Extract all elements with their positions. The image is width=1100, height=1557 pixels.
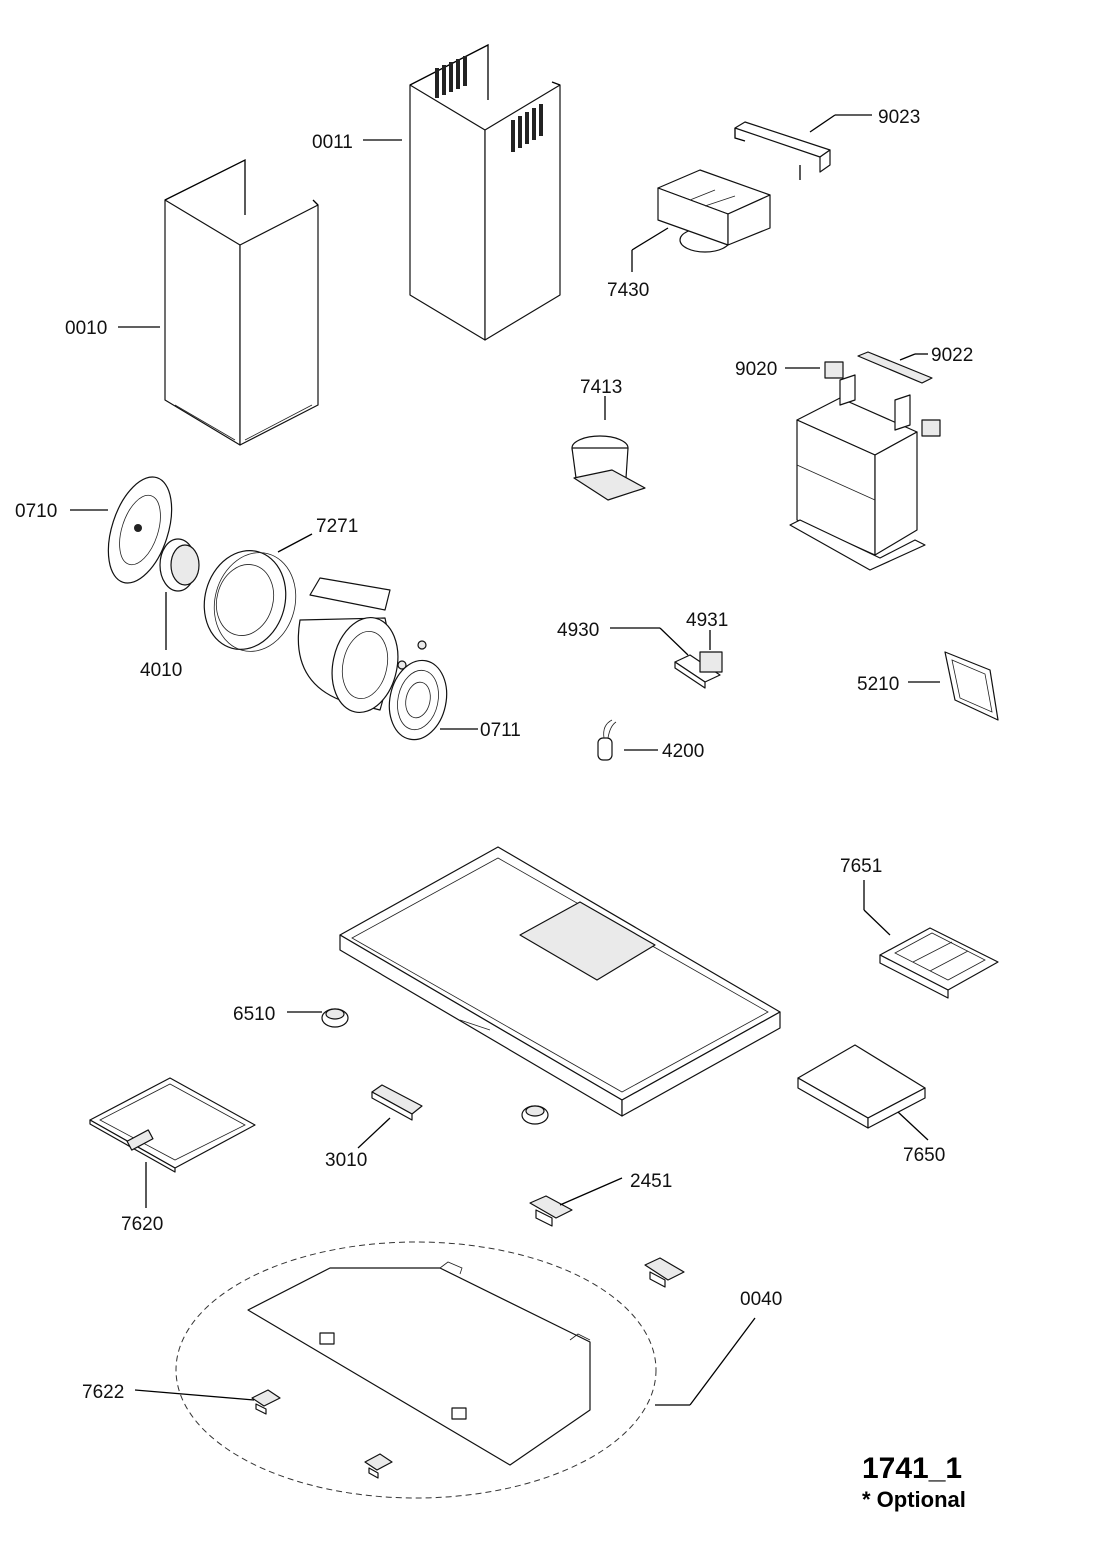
label-0711: 0711	[480, 720, 521, 741]
part-0711-inlet-grille	[388, 659, 448, 741]
label-7430: 7430	[607, 280, 649, 301]
part-0040-panel	[247, 1261, 591, 1466]
optional-group-outline	[175, 1241, 657, 1499]
label-7622: 7622	[82, 1382, 124, 1403]
part-9023-bracket	[734, 121, 831, 180]
part-4930-switch-housing	[674, 654, 721, 689]
part-7413-duct-adapter	[571, 435, 646, 501]
part-0011-chimney-upper	[409, 43, 561, 341]
label-9020: 9020	[735, 359, 777, 380]
part-9020-clip	[824, 361, 941, 437]
label-7651: 7651	[840, 856, 882, 877]
part-0710-motor-plate	[107, 476, 173, 584]
label-7271: 7271	[316, 516, 358, 537]
part-2451-clip	[529, 1195, 685, 1288]
label-0710: 0710	[15, 501, 57, 522]
label-3010: 3010	[325, 1150, 367, 1171]
label-0011: 0011	[312, 132, 353, 153]
part-7650-carbon-filter	[797, 1044, 926, 1129]
part-0010-chimney-lower	[164, 158, 319, 446]
label-7650: 7650	[903, 1145, 945, 1166]
part-7620-grease-filter	[89, 1077, 256, 1173]
label-0040: 0040	[740, 1289, 782, 1310]
part-hood-body	[339, 846, 781, 1117]
label-2451: 2451	[630, 1171, 672, 1192]
part-9022-strip	[857, 351, 933, 384]
label-4930: 4930	[557, 620, 599, 641]
label-7620: 7620	[121, 1214, 163, 1235]
part-7622-tab	[251, 1389, 393, 1479]
part-4931-switch	[699, 651, 723, 673]
part-mounting-box	[789, 374, 926, 571]
part-4010-motor	[159, 538, 200, 592]
optional-note: * Optional	[862, 1487, 966, 1512]
part-6510-knob	[321, 1008, 349, 1028]
label-4010: 4010	[140, 660, 182, 681]
part-blower-housing	[297, 577, 427, 714]
drawing-number: 1741_1	[862, 1452, 962, 1485]
part-7651-carbon-frame	[879, 927, 999, 999]
part-7271-fan-wheel	[203, 550, 297, 652]
label-5210: 5210	[857, 674, 899, 695]
label-9022: 9022	[931, 345, 973, 366]
label-7413: 7413	[580, 377, 622, 398]
label-6510: 6510	[233, 1004, 275, 1025]
part-knob-2	[521, 1105, 549, 1125]
label-4200: 4200	[662, 741, 704, 762]
label-9023: 9023	[878, 107, 920, 128]
part-7430-damper	[657, 169, 771, 253]
vent-slots-upper	[435, 56, 543, 152]
part-4200-capacitor	[597, 719, 617, 761]
label-0010: 0010	[65, 318, 107, 339]
part-5210-control-board	[944, 651, 999, 721]
label-4931: 4931	[686, 610, 728, 631]
part-3010-light-module	[371, 1084, 423, 1121]
